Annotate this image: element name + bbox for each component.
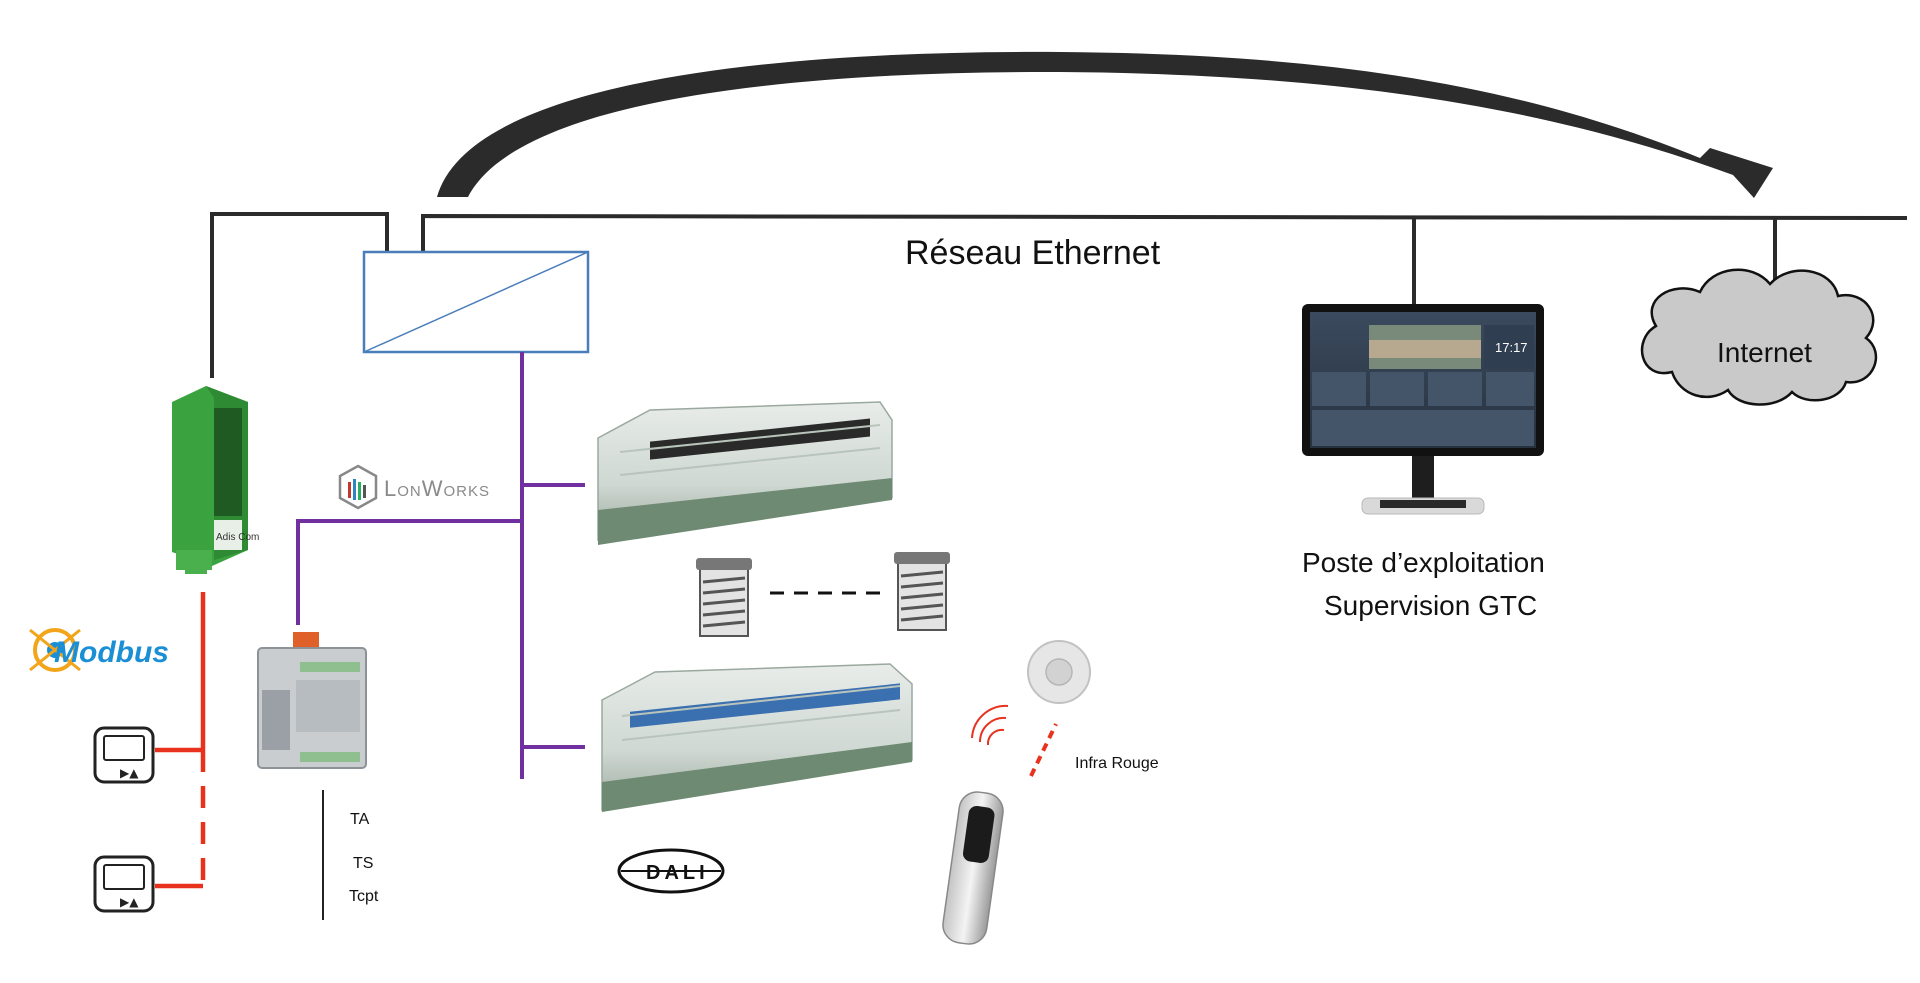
station-label-line1: Poste d’exploitation [1302, 547, 1545, 578]
thermostat-icon-2: ▶▲ [93, 855, 155, 913]
sensor-label-tcpt: Tcpt [349, 888, 379, 905]
gateway-icon: Adis Com [172, 386, 259, 574]
svg-text:▶▲: ▶▲ [120, 895, 139, 909]
controller-blinds [597, 401, 893, 545]
io-module [257, 632, 367, 769]
gateway-brand: Adis Com [216, 532, 259, 543]
modbus-label: Modbus [54, 636, 169, 669]
sensor-label-ts: TS [353, 855, 373, 872]
ir-signal-icon [971, 704, 1009, 746]
dali-logo: DALI [617, 848, 725, 894]
internet-label: Internet [1717, 337, 1812, 368]
ir-sensor-icon [1027, 640, 1091, 704]
ethernet-network-lines [210, 212, 1908, 378]
lonworks-bus [296, 352, 585, 779]
ir-link-dash [1029, 723, 1058, 777]
modbus-logo: Modbus [29, 628, 169, 672]
thermostat-icon-1: ▶▲ [93, 726, 155, 784]
lonworks-logo: LonWorks [338, 464, 490, 510]
blind-icon-2 [894, 552, 950, 631]
monitor-icon: 17:17 [1302, 304, 1544, 515]
dali-label: DALI [646, 862, 709, 884]
network-label: Réseau Ethernet [905, 234, 1161, 272]
modbus-bus [155, 592, 206, 889]
remote-icon [942, 791, 1004, 945]
svg-text:▶▲: ▶▲ [120, 766, 139, 780]
infrared-label: Infra Rouge [1075, 755, 1159, 772]
curved-arrow-icon [437, 51, 1773, 198]
station-label-line2: Supervision GTC [1324, 590, 1537, 621]
router-icon [362, 250, 590, 354]
lonworks-label: LonWorks [384, 476, 490, 501]
cloud-icon [1640, 268, 1878, 406]
controller-dali [601, 663, 913, 812]
screen-clock: 17:17 [1495, 340, 1528, 355]
sensor-label-ta: TA [350, 811, 370, 828]
blind-icon-1 [696, 558, 752, 637]
